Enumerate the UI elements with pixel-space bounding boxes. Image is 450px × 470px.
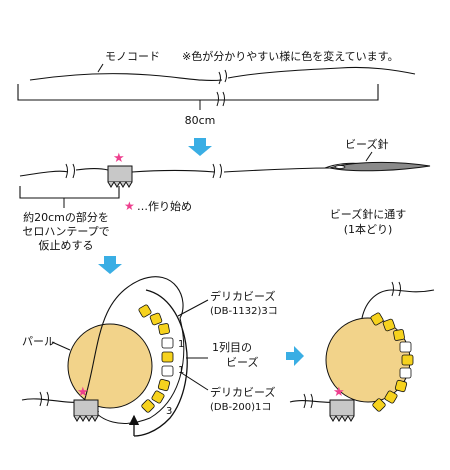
right-arrow (286, 346, 304, 366)
bead-white (161, 365, 174, 377)
delica-2-name: デリカビーズ (210, 385, 275, 399)
pearl (67, 323, 153, 409)
color-change-note: ※色が分かりやすい様に色を変えています。 (182, 49, 399, 63)
cord-step2 (19, 167, 331, 177)
bead-yellow (394, 379, 408, 393)
bracket-break-mark (216, 91, 225, 107)
length-bracket (17, 84, 379, 101)
bead-yellow (149, 312, 163, 326)
bead-yellow (141, 399, 155, 413)
needle-label: ビーズ針 (345, 137, 388, 151)
bead-yellow (151, 390, 165, 404)
bead-yellow (161, 351, 174, 363)
bead-yellow (370, 312, 384, 326)
bead-yellow (138, 304, 152, 318)
start-legend-star: ★ (124, 199, 135, 213)
length-label: 80cm (185, 114, 216, 127)
count-label-3: 3 (166, 406, 172, 417)
thread-note-line2: (1本どり) (344, 222, 393, 236)
bead-yellow (158, 323, 170, 335)
start-star-result: ★ (333, 385, 345, 400)
bead-yellow (372, 398, 386, 412)
step2-group: ★ ビーズ針 ★ …作り始め 約20cmの部分を セロハンテープで 仮止めする … (19, 137, 431, 252)
step4-group: ★ (289, 281, 435, 422)
tape-block-result (329, 399, 355, 422)
start-star-step3: ★ (77, 385, 89, 400)
bead-yellow (384, 390, 398, 404)
bead-yellow (401, 354, 414, 366)
row-label-line2: ビーズ (226, 355, 258, 369)
down-arrow-1 (188, 138, 212, 156)
step3-group: パール ★ 1 1 3 (21, 276, 278, 437)
tape-block (107, 165, 133, 188)
delica-1-code: (DB-1132)3コ (210, 306, 278, 317)
bead-white (399, 367, 412, 379)
bead-white (161, 337, 174, 349)
bead-yellow (382, 318, 396, 332)
cord-break-mark (218, 69, 227, 85)
cord-tail-right-break (303, 393, 313, 409)
bead-ring-right (370, 312, 414, 412)
tape-note-line3: 仮止めする (39, 239, 94, 252)
delica-2-code: (DB-200)1コ (210, 402, 271, 413)
tape-note-line1: 約20cmの部分を (23, 210, 109, 224)
tape-block-step3 (73, 399, 99, 422)
beading-needle (324, 161, 431, 172)
bead-white (399, 341, 412, 353)
outer-arc (133, 289, 188, 437)
cord-tail-break (39, 391, 49, 407)
bead-yellow (393, 329, 405, 341)
cord-result-upper (361, 289, 435, 319)
delica-1-name: デリカビーズ (210, 289, 275, 303)
bead-yellow (157, 378, 171, 392)
cord-break-mark-2 (65, 163, 75, 179)
tape-note-line2: セロハンテープで (22, 225, 109, 238)
thread-note-line1: ビーズ針に通す (330, 207, 406, 221)
tape-length-bracket (19, 186, 120, 199)
down-arrow-2 (98, 256, 122, 274)
count-label-1a: 1 (178, 339, 184, 350)
start-star: ★ (113, 151, 125, 166)
mono-cord-label: モノコード (105, 50, 160, 63)
cord-break-mark-3 (212, 163, 222, 179)
start-label: …作り始め (137, 199, 192, 213)
pearl-label: パール (22, 335, 55, 348)
thread-loop-upper (83, 276, 184, 403)
cord-result-break (391, 281, 401, 297)
mono-cord (29, 66, 416, 81)
thread-through-beads (91, 317, 185, 424)
count-label-1b: 1 (178, 365, 184, 376)
row-label-line1: 1列目の (212, 340, 252, 354)
bead-ring-left (138, 304, 174, 413)
step1-cord-group: モノコード ※色が分かりやすい様に色を変えています。 80cm (17, 49, 416, 127)
